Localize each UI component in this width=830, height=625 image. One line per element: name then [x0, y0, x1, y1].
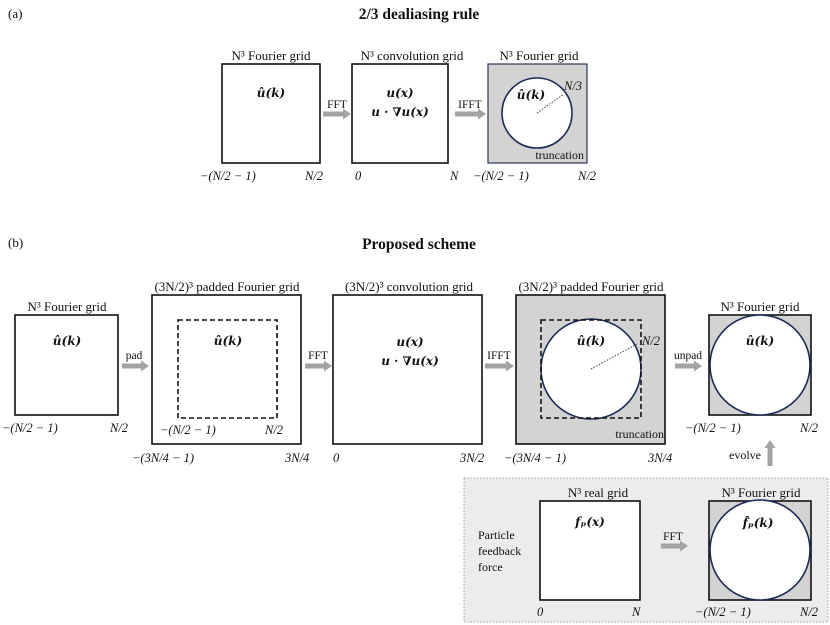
b-padded-grid-inner-box: [177, 319, 278, 419]
b-fourier-grid-box: [14, 314, 119, 416]
b-ifft-label: IFFT: [487, 350, 511, 362]
a-convolution-grid-title: N³ convolution grid: [361, 48, 464, 63]
feedback-fourier-grid-title: N³ Fourier grid: [722, 485, 801, 500]
b-truncated-grid-max: 3N/4: [647, 451, 672, 465]
b-convolution-grid-box: [332, 294, 483, 445]
a-fourier-grid-min: −(N/2 − 1): [200, 169, 256, 183]
feedback-fft-label: FFT: [663, 531, 683, 543]
feedback-caption-line-2: feedback: [478, 544, 521, 558]
b-truncated-grid-min: −(3N/4 − 1): [504, 451, 566, 465]
b-unpad-label: unpad: [674, 350, 702, 362]
panel-b-label: (b): [8, 235, 23, 250]
a-fft-arrow: [323, 108, 351, 120]
a-convolution-grid-product: u · ∇u(x): [371, 105, 429, 119]
a-radius-line: [536, 93, 565, 114]
b-evolve-label: evolve: [729, 448, 761, 462]
b-padded-grid-field: û(k): [214, 334, 242, 348]
b-unpad-arrow: [675, 360, 702, 372]
feedback-real-grid-min: 0: [537, 605, 544, 619]
b-truncated-grid-field: û(k): [577, 334, 605, 348]
b-truncated-grid-title: (3N/2)³ padded Fourier grid: [518, 279, 664, 294]
a-convolution-grid-min: 0: [355, 169, 362, 183]
b-result-grid-min: −(N/2 − 1): [685, 421, 741, 435]
panel-a-label: (a): [8, 6, 22, 21]
a-ifft-arrow: [455, 108, 486, 120]
feedback-fourier-grid-min: −(N/2 − 1): [695, 605, 751, 619]
b-fourier-grid-min: −(N/2 − 1): [2, 421, 58, 435]
a-truncation-note: truncation: [535, 148, 584, 162]
b-result-grid-max: N/2: [799, 421, 818, 435]
feedback-real-grid-box: [539, 500, 641, 601]
b-padded-grid-title: (3N/2)³ padded Fourier grid: [154, 279, 300, 294]
a-fourier-grid-field: û(k): [257, 86, 285, 100]
panel-a-title: 2/3 dealiasing rule: [359, 6, 480, 23]
a-fourier-grid-box: [221, 63, 321, 164]
b-convolution-grid-field: u(x): [396, 335, 423, 349]
b-padded-grid-box: [151, 294, 302, 445]
feedback-fft-arrow: [661, 540, 688, 552]
a-fft-label: FFT: [327, 99, 347, 111]
b-pad-label: pad: [126, 350, 143, 362]
b-padded-grid-inner-min: −(N/2 − 1): [160, 423, 216, 437]
b-fft-label: FFT: [308, 350, 328, 362]
feedback-caption-line-1: Particle: [478, 528, 515, 542]
a-convolution-grid-field: u(x): [386, 86, 413, 100]
b-convolution-grid-max: 3N/2: [459, 451, 484, 465]
b-fft-arrow: [305, 360, 332, 372]
b-result-grid-field: û(k): [746, 334, 774, 348]
feedback-real-grid-field: fₚ(x): [574, 515, 605, 529]
b-pad-arrow: [122, 360, 149, 372]
b-convolution-grid-min: 0: [333, 451, 340, 465]
b-result-grid-title: N³ Fourier grid: [721, 299, 800, 314]
feedback-real-grid-max: N: [631, 605, 641, 619]
a-fourier-grid-title: N³ Fourier grid: [232, 48, 311, 63]
b-padded-grid-max: 3N/4: [284, 451, 309, 465]
feedback-fourier-grid-max: N/2: [799, 605, 818, 619]
b-padded-grid-min: −(3N/4 − 1): [132, 451, 194, 465]
feedback-caption-line-3: force: [478, 560, 503, 574]
panel-b: (b) Proposed scheme N³ Fourier grid û(k)…: [2, 235, 829, 623]
b-result-sphere: [709, 314, 811, 416]
b-convolution-grid-product: u · ∇u(x): [381, 354, 439, 368]
a-convolution-grid-box: [351, 63, 449, 164]
a-convolution-grid-max: N: [449, 169, 459, 183]
b-evolve-arrow: [764, 440, 776, 466]
b-radius-label: N/2: [641, 334, 660, 348]
b-convolution-grid-title: (3N/2)³ convolution grid: [345, 279, 474, 294]
a-fourier-grid-max: N/2: [304, 169, 323, 183]
b-fourier-grid-max: N/2: [109, 421, 128, 435]
feedback-panel: Particle feedback force N³ real grid fₚ(…: [463, 477, 829, 623]
b-truncated-grid-inner-box: [540, 319, 642, 419]
panel-b-title: Proposed scheme: [362, 236, 476, 253]
a-truncated-grid-title: N³ Fourier grid: [500, 48, 579, 63]
b-padded-grid-inner-max: N/2: [264, 423, 283, 437]
feedback-sphere: [709, 499, 811, 601]
b-fourier-grid-title: N³ Fourier grid: [28, 299, 107, 314]
a-ifft-label: IFFT: [458, 99, 482, 111]
panel-a: (a) 2/3 dealiasing rule N³ Fourier grid …: [8, 6, 596, 183]
b-truncation-note: truncation: [615, 427, 664, 441]
a-truncated-grid-field: û(k): [517, 88, 545, 102]
a-truncated-grid-max: N/2: [577, 169, 596, 183]
feedback-real-grid-title: N³ real grid: [568, 485, 629, 500]
a-truncated-grid-min: −(N/2 − 1): [473, 169, 529, 183]
b-fourier-grid-field: û(k): [53, 334, 81, 348]
b-ifft-arrow: [485, 360, 514, 372]
feedback-fourier-grid-field: f̂ₚ(k): [742, 515, 774, 530]
a-radius-label: N/3: [563, 79, 582, 93]
